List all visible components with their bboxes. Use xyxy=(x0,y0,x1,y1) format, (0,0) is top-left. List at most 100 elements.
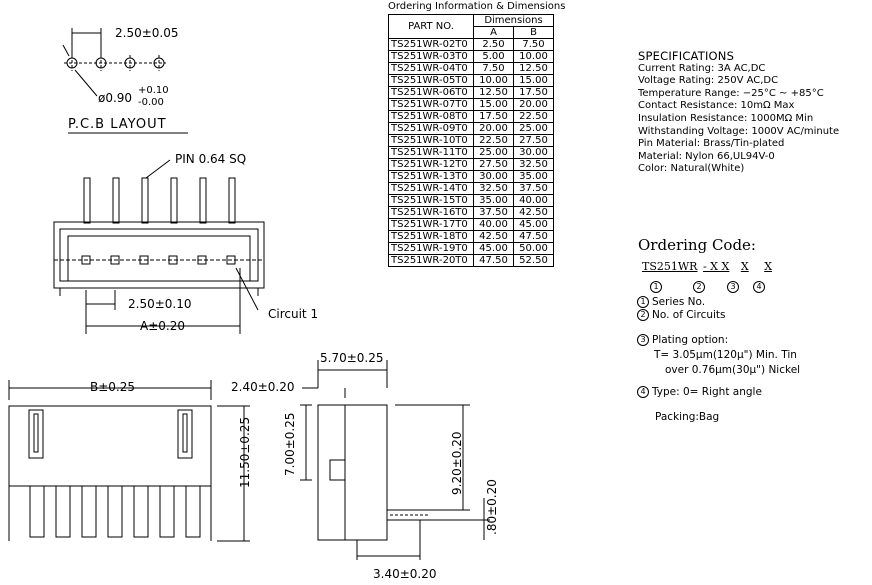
dim-a-cell: 2.50 xyxy=(473,38,514,51)
circle-num-1-marker: 1 xyxy=(650,276,665,295)
dim-b-cell: 12.50 xyxy=(513,62,554,75)
part-number-cell: TS251WR-02T0 xyxy=(388,38,474,51)
height-7-00-dim: 7.00±0.25 xyxy=(283,412,297,477)
dim-a-cell: 15.00 xyxy=(473,98,514,111)
dim-a-cell: 42.50 xyxy=(473,230,514,243)
dim-a-cell: 47.50 xyxy=(473,254,514,267)
code-part-plating: X xyxy=(740,260,749,273)
part-number-cell: TS251WR-07T0 xyxy=(388,98,474,111)
dim-b-cell: 30.00 xyxy=(513,146,554,159)
dim-b-cell: 35.00 xyxy=(513,170,554,183)
part-number-cell: TS251WR-04T0 xyxy=(388,62,474,75)
b-dim: B±0.25 xyxy=(90,380,136,394)
code-part-circuits: - X X xyxy=(702,260,730,273)
dim-b-cell: 25.00 xyxy=(513,122,554,135)
part-number-cell: TS251WR-14T0 xyxy=(388,182,474,195)
legend-plating-2: over 0.76μm(30μ") Nickel xyxy=(665,364,801,376)
bottom-3-40-dim: 3.40±0.20 xyxy=(373,567,437,581)
dim-b-cell: 42.50 xyxy=(513,206,554,219)
spec-line: Color: Natural(White) xyxy=(638,163,745,175)
a-dim: A±0.20 xyxy=(140,319,185,333)
dim-a-cell: 7.50 xyxy=(473,62,514,75)
dim-b-cell: 7.50 xyxy=(513,38,554,51)
spec-line: Withstanding Voltage: 1000V AC/minute xyxy=(638,125,840,137)
bottom-view-drawing xyxy=(8,380,250,542)
part-number-cell: TS251WR-10T0 xyxy=(388,134,474,147)
part-number-cell: TS251WR-03T0 xyxy=(388,50,474,63)
dim-a-cell: 25.00 xyxy=(473,146,514,159)
offset-2-40-dim: 2.40±0.20 xyxy=(231,380,295,394)
part-number-cell: TS251WR-16T0 xyxy=(388,206,474,219)
circuit-1-label: Circuit 1 xyxy=(268,307,319,321)
part-number-cell: TS251WR-17T0 xyxy=(388,218,474,231)
dim-b-cell: 47.50 xyxy=(513,230,554,243)
code-prefix: TS251WR xyxy=(642,260,698,273)
dim-a-cell: 40.00 xyxy=(473,218,514,231)
pcb-hole-tol-minus: -0.00 xyxy=(138,97,164,108)
pin-label: PIN 0.64 SQ xyxy=(175,152,247,166)
dim-a-cell: 12.50 xyxy=(473,86,514,99)
part-number-cell: TS251WR-11T0 xyxy=(388,146,474,159)
part-number-cell: TS251WR-05T0 xyxy=(388,74,474,87)
spec-line: Material: Nylon 66,UL94V-0 xyxy=(638,150,775,162)
circle-num-2-marker: 2 xyxy=(693,276,708,295)
col-part-no: PART NO. xyxy=(388,14,474,39)
spec-line: Temperature Range: −25°C ~ +85°C xyxy=(638,87,824,99)
dim-b-cell: 40.00 xyxy=(513,194,554,207)
pcb-hole-dim: ø0.90 xyxy=(98,91,133,105)
dim-b-cell: 32.50 xyxy=(513,158,554,171)
spec-line: Current Rating: 3A AC,DC xyxy=(638,62,766,74)
part-number-cell: TS251WR-09T0 xyxy=(388,122,474,135)
width-5-70-dim: 5.70±0.25 xyxy=(320,351,384,365)
part-number-cell: TS251WR-13T0 xyxy=(388,170,474,183)
dim-b-cell: 17.50 xyxy=(513,86,554,99)
dim-b-cell: 37.50 xyxy=(513,182,554,195)
code-part-type: X xyxy=(764,260,773,273)
pin-thick-dim: .80±0.20 xyxy=(485,479,499,535)
col-b: B xyxy=(513,26,554,39)
ordering-code: TS251WR - X X X X xyxy=(642,260,772,273)
part-number-cell: TS251WR-06T0 xyxy=(388,86,474,99)
spec-line: Pin Material: Brass/Tin-plated xyxy=(638,138,785,150)
dim-a-cell: 20.00 xyxy=(473,122,514,135)
col-a: A xyxy=(473,26,514,39)
legend-packing: Packing:Bag xyxy=(655,411,720,423)
pcb-hole-tol-plus: +0.10 xyxy=(138,85,169,96)
dim-b-cell: 52.50 xyxy=(513,254,554,267)
height-11-50-dim: 11.50±0.25 xyxy=(238,416,252,488)
spec-line: Voltage Rating: 250V AC,DC xyxy=(638,75,779,87)
part-number-cell: TS251WR-15T0 xyxy=(388,194,474,207)
part-number-cell: TS251WR-18T0 xyxy=(388,230,474,243)
dim-b-cell: 27.50 xyxy=(513,134,554,147)
height-9-20-dim: 9.20±0.20 xyxy=(450,431,464,496)
front-pitch-dim: 2.50±0.10 xyxy=(128,297,192,311)
dim-a-cell: 30.00 xyxy=(473,170,514,183)
dim-a-cell: 32.50 xyxy=(473,182,514,195)
circle-num-4-marker: 4 xyxy=(753,276,768,295)
dim-b-cell: 10.00 xyxy=(513,50,554,63)
spec-line: Contact Resistance: 10mΩ Max xyxy=(638,100,795,112)
circle-num-3-marker: 3 xyxy=(727,276,742,295)
dim-a-cell: 10.00 xyxy=(473,74,514,87)
side-view-drawing xyxy=(300,360,490,560)
